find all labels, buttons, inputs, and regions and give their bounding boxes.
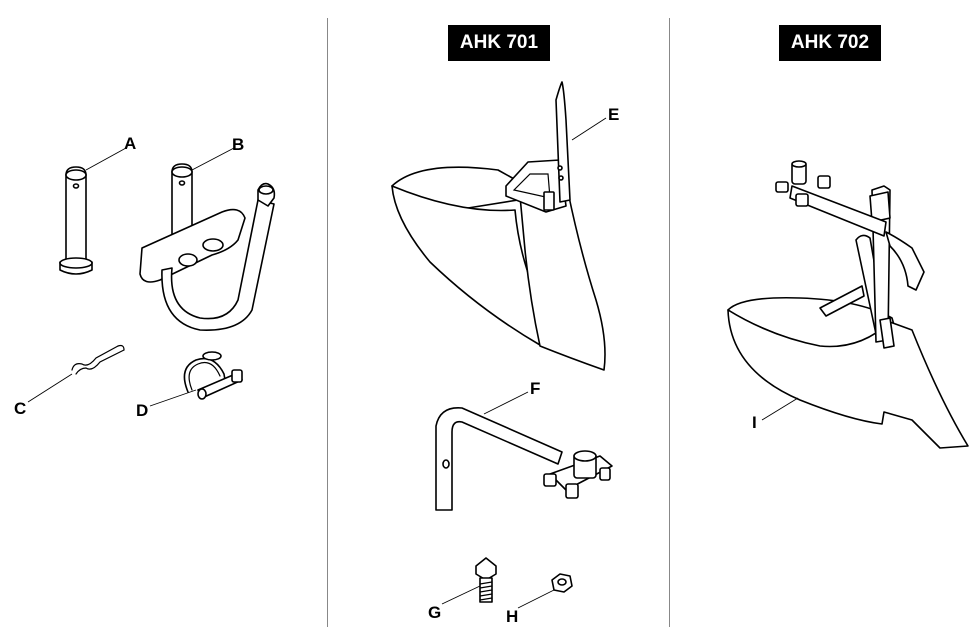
label-i: I [752, 413, 757, 432]
plow-bracket-icon [435, 391, 613, 511]
panel-divider-right [669, 18, 670, 627]
label-b: B [232, 135, 245, 154]
label-d: D [136, 401, 149, 420]
nut-icon [517, 573, 573, 609]
label-h: H [506, 607, 519, 626]
label-a: A [124, 134, 137, 153]
hitch-adapter-icon [139, 147, 276, 331]
label-g: G [428, 603, 442, 622]
badge-ahk-702: AHK 702 [779, 25, 881, 61]
label-f: F [530, 379, 541, 398]
hair-pin-clip-icon [27, 344, 125, 403]
label-e: E [608, 105, 620, 124]
lynch-pin-icon [149, 351, 243, 407]
panel-divider-left [327, 18, 328, 627]
bolt-icon [441, 557, 497, 605]
label-c: C [14, 399, 27, 418]
furrower-plow-icon [391, 81, 607, 371]
moldboard-plow-icon [727, 160, 969, 449]
clevis-pin-icon [59, 147, 127, 275]
badge-ahk-701: AHK 701 [448, 25, 550, 61]
